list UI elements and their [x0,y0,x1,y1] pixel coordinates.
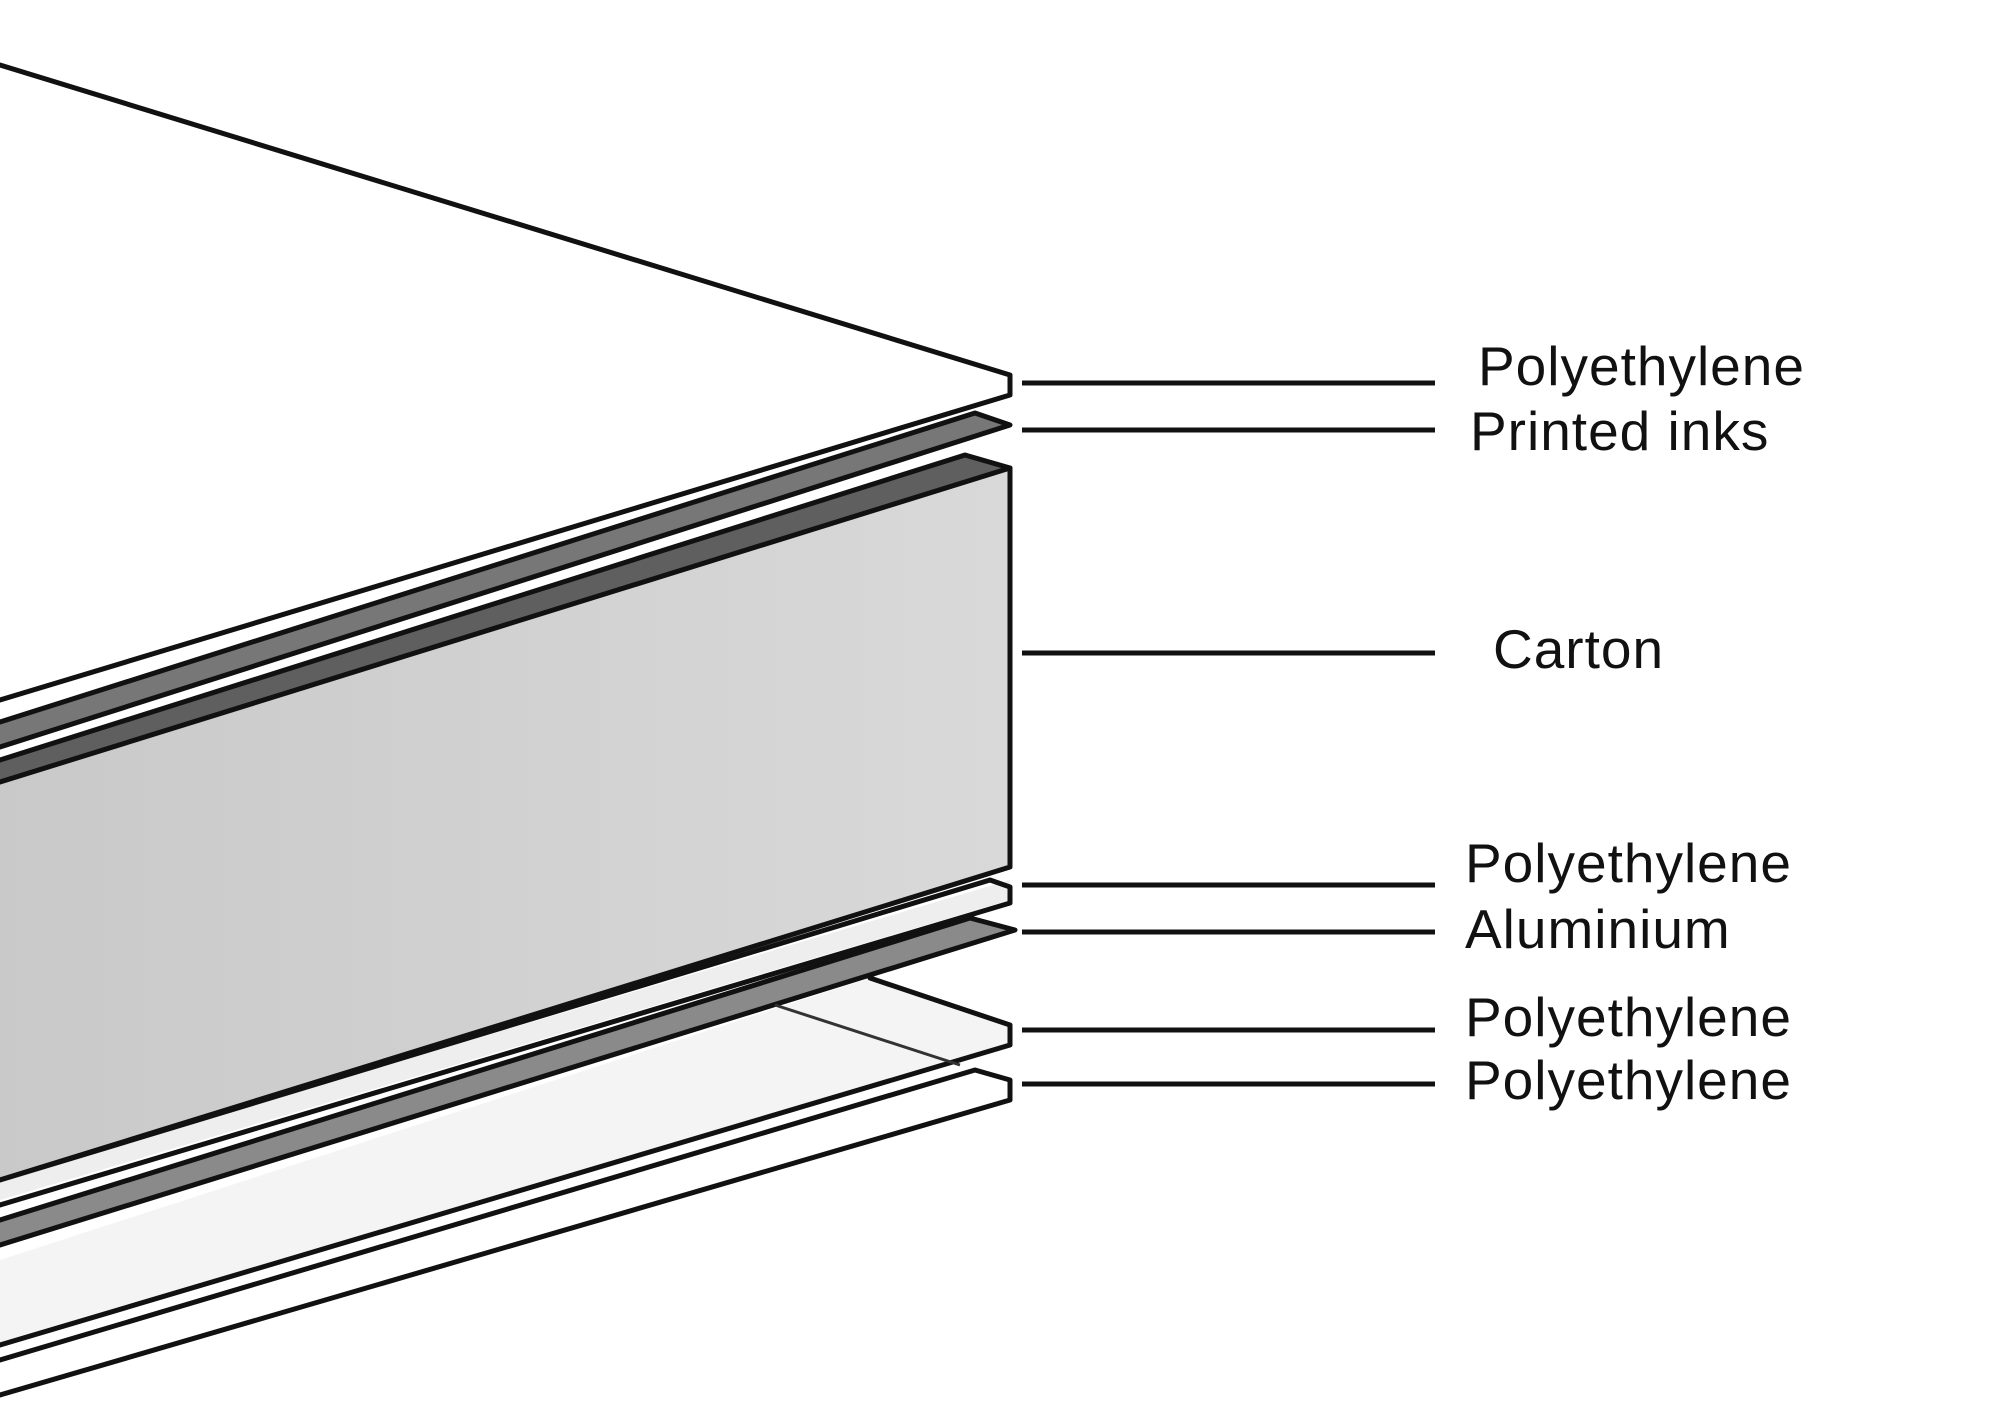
layer-aluminium [0,915,1018,1248]
label-polyethylene-mid: Polyethylene [1465,832,1792,894]
layer-polyethylene-under-carton [0,877,1013,1208]
label-polyethylene-inner: Polyethylene [1465,986,1792,1048]
label-printed-inks: Printed inks [1470,400,1769,462]
layer-printed-inks [0,410,1013,750]
label-aluminium: Aluminium [1465,898,1731,960]
layer-inner-polyethylene-films [0,975,1013,1398]
label-polyethylene-bottom: Polyethylene [1465,1049,1792,1111]
label-carton: Carton [1493,618,1664,680]
leader-lines [1022,380,1435,1087]
label-polyethylene-top: Polyethylene [1478,335,1805,397]
layer-top-polyethylene-sheet [0,62,1013,703]
layer-carton-block [0,452,1013,1183]
layer-labels: Polyethylene Printed inks Carton Polyeth… [1465,335,1805,1111]
